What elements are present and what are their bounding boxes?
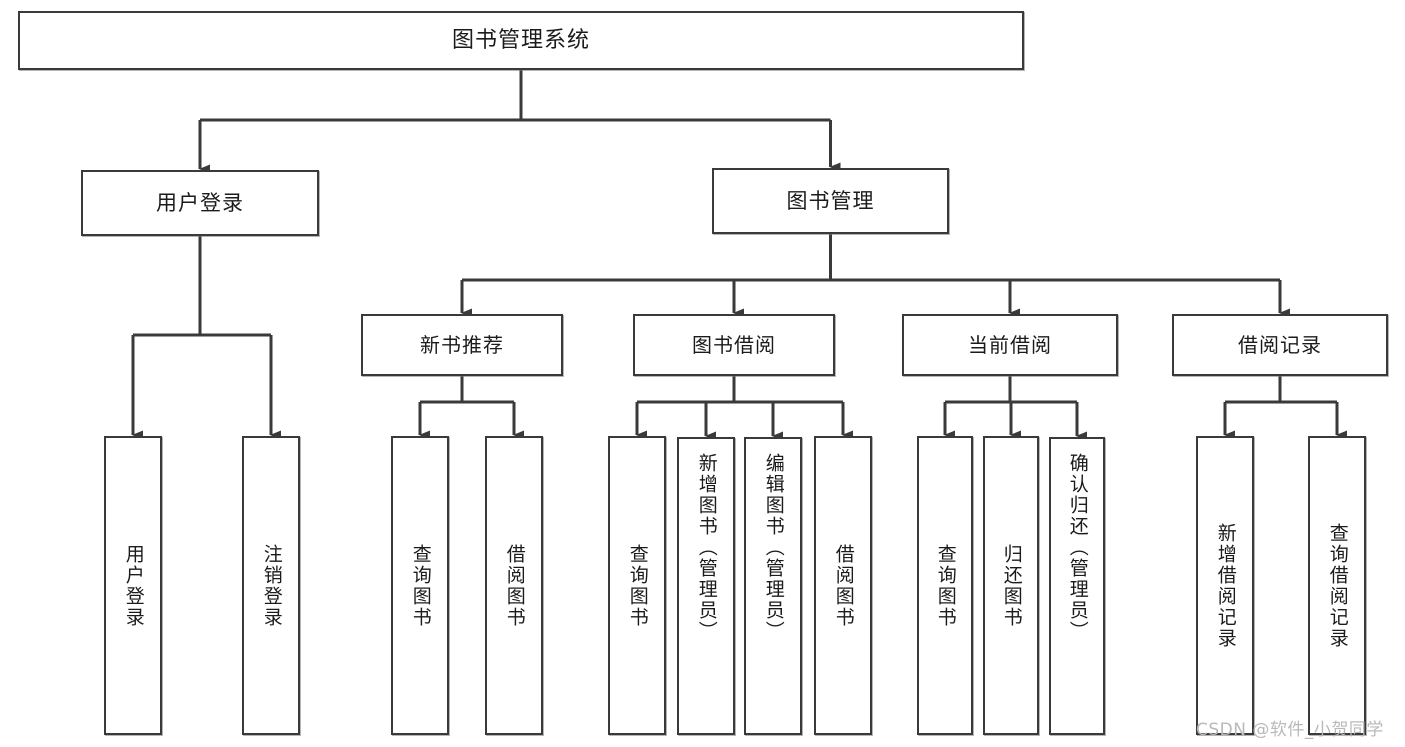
node-label-leaf-query-2: 查询图书 bbox=[626, 543, 649, 628]
node-leaf-borrow-2: 借阅图书 bbox=[814, 436, 872, 735]
node-leaf-edit-book: 编辑图书（管理员） bbox=[744, 437, 802, 735]
node-label-root: 图书管理系统 bbox=[451, 27, 590, 53]
node-root: 图书管理系统 bbox=[18, 11, 1024, 70]
node-label-leaf-logout: 注销登录 bbox=[260, 543, 283, 628]
node-leaf-return: 归还图书 bbox=[983, 436, 1039, 735]
node-leaf-add-book: 新增图书（管理员） bbox=[677, 437, 735, 735]
node-leaf-query-3: 查询图书 bbox=[917, 436, 973, 735]
node-label-book-manage: 图书管理 bbox=[786, 188, 875, 213]
node-label-current-borrow: 当前借阅 bbox=[968, 332, 1052, 357]
node-label-leaf-return: 归还图书 bbox=[1000, 543, 1023, 628]
node-new-book-rec: 新书推荐 bbox=[361, 314, 563, 376]
node-label-leaf-confirm: 确认归还（管理员） bbox=[1066, 453, 1089, 642]
node-user-login: 用户登录 bbox=[81, 170, 319, 236]
node-current-borrow: 当前借阅 bbox=[902, 314, 1118, 376]
node-label-leaf-user-login: 用户登录 bbox=[122, 543, 145, 628]
node-label-user-login: 用户登录 bbox=[156, 190, 244, 215]
node-label-borrow-record: 借阅记录 bbox=[1238, 332, 1322, 357]
node-leaf-add-rec: 新增借阅记录 bbox=[1196, 436, 1254, 735]
node-book-manage: 图书管理 bbox=[712, 168, 949, 234]
node-leaf-query-rec: 查询借阅记录 bbox=[1308, 436, 1366, 735]
node-label-leaf-add-book: 新增图书（管理员） bbox=[695, 453, 718, 642]
node-label-leaf-borrow-2: 借阅图书 bbox=[832, 543, 855, 628]
watermark-label: CSDN @软件_小贺同学 bbox=[1196, 720, 1384, 740]
node-label-new-book-rec: 新书推荐 bbox=[420, 332, 504, 357]
node-leaf-user-login: 用户登录 bbox=[104, 436, 162, 735]
node-label-leaf-edit-book: 编辑图书（管理员） bbox=[762, 453, 785, 642]
node-borrow-record: 借阅记录 bbox=[1172, 314, 1388, 376]
node-label-book-borrow: 图书借阅 bbox=[692, 332, 776, 357]
node-label-leaf-borrow-1: 借阅图书 bbox=[503, 543, 526, 628]
node-label-leaf-add-rec: 新增借阅记录 bbox=[1214, 522, 1237, 649]
node-leaf-logout: 注销登录 bbox=[242, 436, 300, 735]
node-leaf-borrow-1: 借阅图书 bbox=[485, 436, 543, 735]
node-label-leaf-query-3: 查询图书 bbox=[934, 543, 957, 628]
node-leaf-confirm: 确认归还（管理员） bbox=[1049, 437, 1105, 735]
node-book-borrow: 图书借阅 bbox=[633, 314, 835, 376]
node-label-leaf-query-1: 查询图书 bbox=[409, 543, 432, 628]
node-leaf-query-1: 查询图书 bbox=[391, 436, 449, 735]
node-leaf-query-2: 查询图书 bbox=[608, 436, 666, 735]
node-label-leaf-query-rec: 查询借阅记录 bbox=[1326, 522, 1349, 649]
